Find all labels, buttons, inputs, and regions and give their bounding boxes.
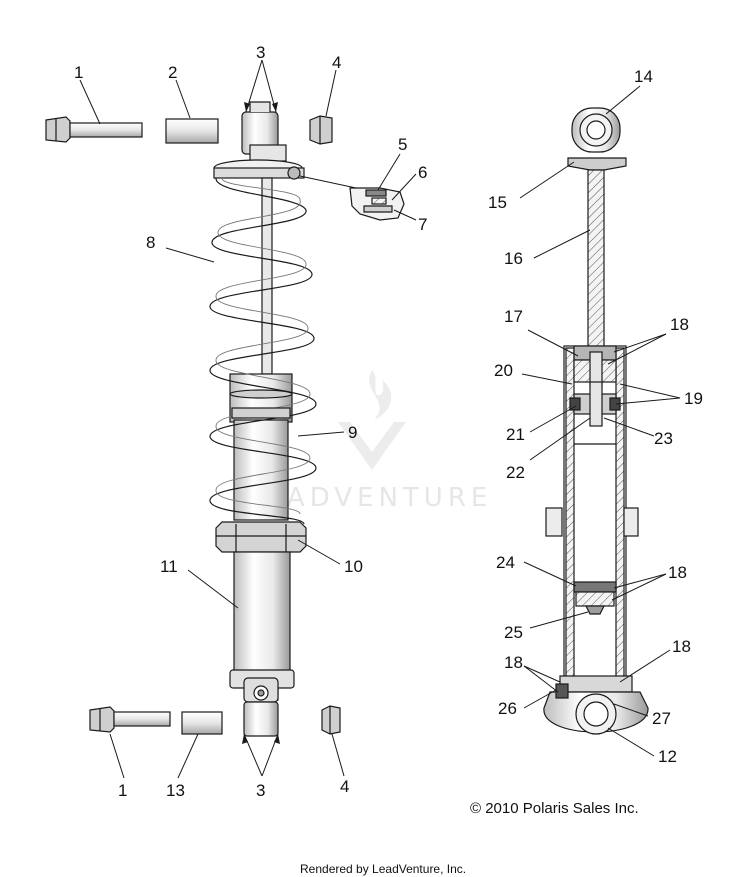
callout-7: 7 <box>418 215 427 234</box>
rendered-by-text: Rendered by LeadVenture, Inc. <box>300 862 466 876</box>
callout-4-bottom: 4 <box>340 777 349 796</box>
part-9-spring-collar <box>231 407 291 419</box>
callout-5: 5 <box>398 135 407 154</box>
part-8-coil-spring <box>209 177 317 525</box>
callout-16: 16 <box>504 249 523 268</box>
callout-1-bottom: 1 <box>118 781 127 800</box>
callout-24: 24 <box>496 553 515 572</box>
callout-17: 17 <box>504 307 523 326</box>
callout-20: 20 <box>494 361 513 380</box>
callout-3-top: 3 <box>256 43 265 62</box>
callout-13: 13 <box>166 781 185 800</box>
callout-22: 22 <box>506 463 525 482</box>
right-leader-lines <box>519 85 681 757</box>
detail-inset-5-6-7 <box>299 175 405 221</box>
left-leader-lines <box>79 59 417 779</box>
callout-8: 8 <box>146 233 155 252</box>
callout-18-b: 18 <box>668 563 687 582</box>
side-bracket-left <box>545 507 563 537</box>
seal-head-17-20 <box>573 345 617 387</box>
part-16-shaft-section <box>587 169 605 351</box>
callout-labels: 1 2 3 4 5 6 7 8 9 10 11 1 13 3 4 14 15 1… <box>74 43 703 800</box>
callout-14: 14 <box>634 67 653 86</box>
callout-27: 27 <box>652 709 671 728</box>
callout-21: 21 <box>506 425 525 444</box>
callout-2: 2 <box>168 63 177 82</box>
floating-piston-24-25 <box>573 581 617 615</box>
side-bracket-right <box>623 507 639 537</box>
part-1-bolt-top <box>45 116 143 143</box>
part-2-sleeve <box>165 118 219 144</box>
callout-1-top: 1 <box>74 63 83 82</box>
piston-21-23 <box>569 381 621 427</box>
callout-25: 25 <box>504 623 523 642</box>
callout-9: 9 <box>348 423 357 442</box>
part-1-bolt-bottom <box>89 706 171 733</box>
callout-18-a: 18 <box>670 315 689 334</box>
shock-body-upper <box>229 373 293 521</box>
part-10-adjuster-ring <box>215 521 307 553</box>
callout-19: 19 <box>684 389 703 408</box>
part-13-sleeve <box>181 711 223 735</box>
callout-12: 12 <box>658 747 677 766</box>
part-3-arrowheads <box>242 102 280 744</box>
part-4-nut-top <box>309 115 333 145</box>
shock-shaft <box>261 177 273 375</box>
callout-4-top: 4 <box>332 53 341 72</box>
part-3-bushing-top <box>241 101 279 155</box>
part-14-top-eye <box>571 107 621 153</box>
callout-3-bottom: 3 <box>256 781 265 800</box>
callout-10: 10 <box>344 557 363 576</box>
callout-18-c: 18 <box>672 637 691 656</box>
copyright-text: © 2010 Polaris Sales Inc. <box>470 800 639 817</box>
top-mount-cap <box>213 144 305 180</box>
callout-18-d: 18 <box>504 653 523 672</box>
callout-15: 15 <box>488 193 507 212</box>
part-15-mount-plate <box>567 157 627 171</box>
callout-23: 23 <box>654 429 673 448</box>
callout-6: 6 <box>418 163 427 182</box>
callout-11: 11 <box>160 557 178 576</box>
part-3-bushing-bottom <box>243 677 279 737</box>
part-4-nut-bottom <box>321 705 341 735</box>
bottom-cap-eye-26-27-12 <box>543 675 649 735</box>
callout-26: 26 <box>498 699 517 718</box>
